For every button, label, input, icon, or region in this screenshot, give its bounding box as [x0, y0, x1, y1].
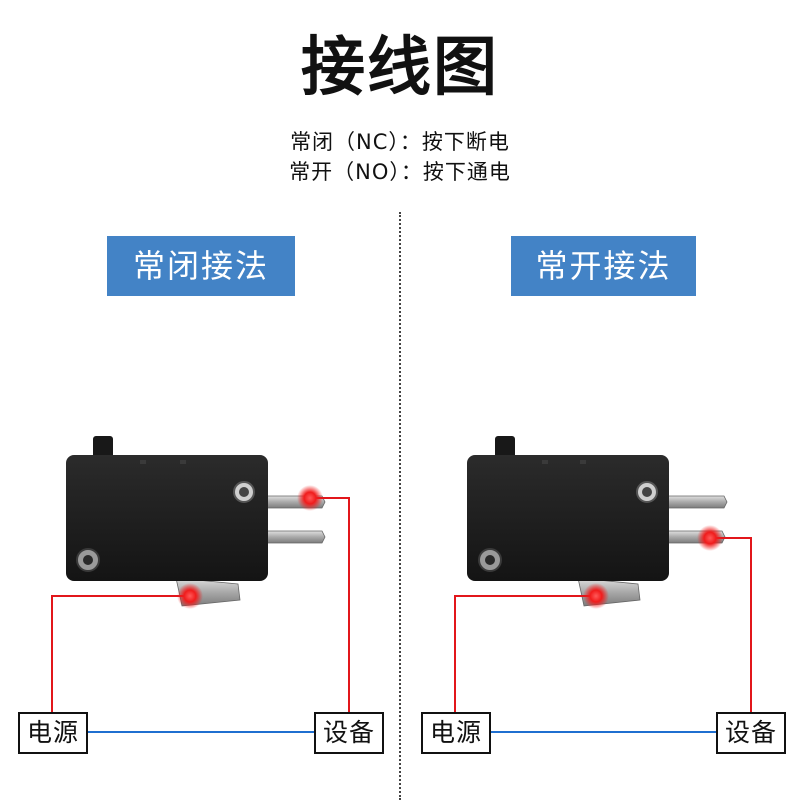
- no-description: 常开（NO）：按下通电: [289, 160, 511, 184]
- diagram-title: 接线图: [301, 31, 499, 105]
- no-bottom-connection-dot: [583, 583, 609, 609]
- nc-switch-body: [66, 455, 268, 581]
- nc-power-wire: [51, 595, 190, 712]
- no-top-terminal: [664, 495, 728, 509]
- nc-description: 常闭（NC）：按下断电: [290, 130, 510, 154]
- nc-power-box: 电源: [18, 712, 88, 754]
- nc-device-box: 设备: [314, 712, 384, 754]
- center-divider: [399, 212, 401, 800]
- nc-middle-terminal: [263, 530, 326, 544]
- no-power-box: 电源: [421, 712, 491, 754]
- nc-top-connection-dot: [297, 485, 323, 511]
- no-wiring-label: 常开接法: [511, 236, 696, 296]
- no-device-box: 设备: [716, 712, 786, 754]
- no-middle-connection-dot: [697, 525, 723, 551]
- no-device-wire: [710, 537, 752, 712]
- no-power-wire: [454, 595, 596, 712]
- nc-bottom-connection-dot: [177, 583, 203, 609]
- no-switch-body: [467, 455, 669, 581]
- no-micro-switch: [454, 436, 752, 733]
- nc-micro-switch: [51, 436, 350, 733]
- nc-device-wire: [310, 497, 350, 712]
- nc-wiring-label: 常闭接法: [107, 236, 295, 296]
